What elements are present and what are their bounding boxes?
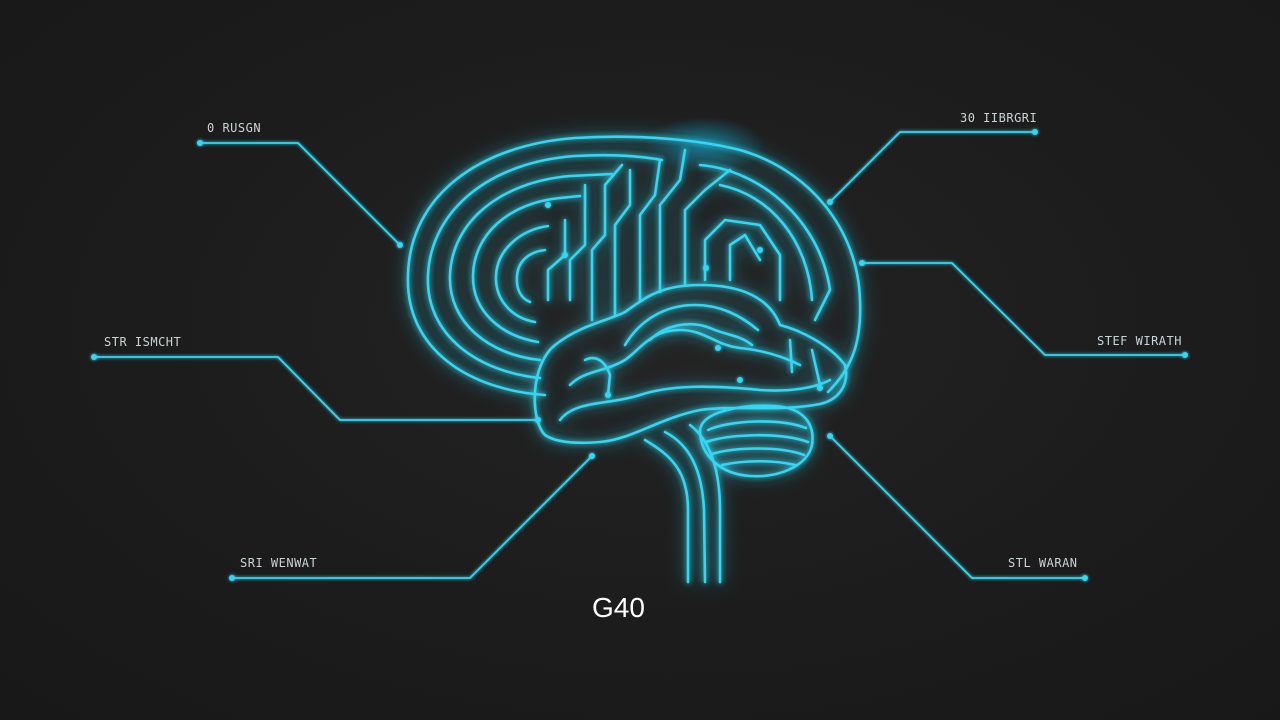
connector-dot <box>859 260 865 266</box>
callout-label-bottom-right: STL WARAN <box>1008 556 1078 570</box>
temporal-fold <box>788 338 822 387</box>
connector-dot <box>397 242 403 248</box>
cerebellum-fold <box>704 433 810 444</box>
connector-mid-left <box>93 356 539 421</box>
connector-dot <box>827 199 833 205</box>
circuit-trace <box>568 183 587 302</box>
glow-halo <box>645 117 765 173</box>
circuit-trace <box>590 163 624 322</box>
connector-dot <box>197 140 203 146</box>
callout-label-mid-left: STR ISMCHT <box>104 335 182 349</box>
temporal-fold <box>558 378 832 422</box>
connector-dot <box>1082 575 1088 581</box>
node-dot <box>757 247 763 253</box>
callout-connectors <box>93 131 1186 579</box>
circuit-trace <box>613 168 632 317</box>
temporal-fold <box>623 303 760 347</box>
node-dot <box>737 377 743 383</box>
temporal-fold <box>568 328 802 387</box>
connector-dot <box>589 453 595 459</box>
connector-dot <box>1032 129 1038 135</box>
cerebrum-arc <box>448 172 614 362</box>
diagram-caption: G40 <box>592 592 645 623</box>
node-dot <box>562 252 568 258</box>
callout-label-top-right: 30 IIBRGRI <box>960 111 1038 125</box>
node-dot <box>545 202 551 208</box>
temporal-fold <box>583 356 612 397</box>
cerebellum-fold <box>710 447 806 457</box>
circuit-trace <box>546 218 567 302</box>
callout-label-bottom-left: SRI WENWAT <box>240 556 318 570</box>
circuit-trace <box>698 163 832 322</box>
cerebellum-fold <box>720 459 797 467</box>
cerebellum <box>698 404 814 478</box>
connector-top-left <box>199 142 401 246</box>
connector-top-right <box>829 131 1036 203</box>
cerebrum-arc <box>471 194 582 344</box>
brain-icon <box>406 135 862 584</box>
connector-dot <box>535 417 541 423</box>
connector-bottom-left <box>231 455 593 579</box>
node-dot <box>817 385 823 391</box>
cerebrum-outline <box>406 135 862 397</box>
connector-dot <box>827 433 833 439</box>
brain-stem <box>663 430 707 584</box>
cerebrum-arc <box>494 224 550 324</box>
circuit-trace <box>703 218 782 302</box>
node-dot <box>715 345 721 351</box>
circuit-trace <box>683 168 732 287</box>
cerebrum-arc <box>515 248 547 304</box>
connector-mid-right <box>861 262 1186 356</box>
node-dot <box>605 392 611 398</box>
connector-dot <box>91 354 97 360</box>
circuit-trace <box>718 183 814 302</box>
callout-label-mid-right: STEF WIRATH <box>1097 334 1182 348</box>
brain-stem <box>688 423 722 584</box>
connector-dot <box>1182 352 1188 358</box>
connector-dot <box>229 575 235 581</box>
connector-dots <box>91 129 1188 581</box>
connector-bottom-right <box>829 435 1086 579</box>
callout-label-top-left: 0 RUSGN <box>207 121 262 135</box>
cerebrum-arc <box>426 153 664 380</box>
brain-stem <box>643 438 690 584</box>
node-dot <box>703 265 709 271</box>
circuit-trace <box>728 233 762 282</box>
circuit-trace <box>638 158 662 302</box>
cerebellum-fold <box>706 420 808 432</box>
circuit-trace <box>658 148 687 294</box>
temporal-fold <box>648 322 754 347</box>
temporal-lobe <box>533 283 848 445</box>
